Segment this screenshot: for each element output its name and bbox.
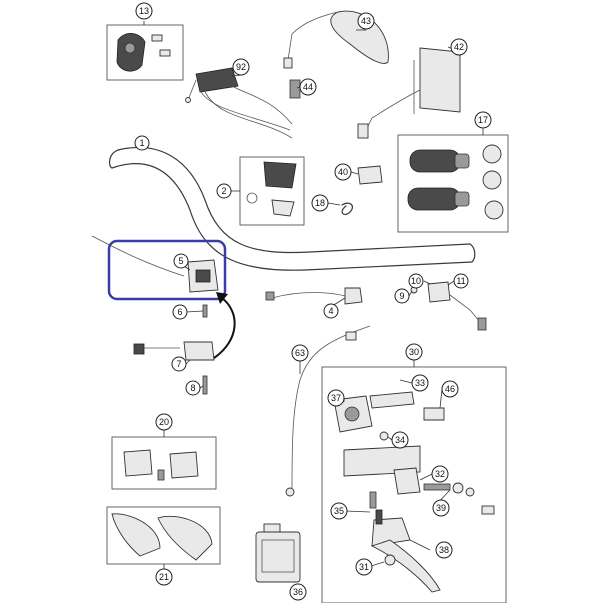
svg-text:1: 1 (139, 138, 144, 148)
svg-text:39: 39 (436, 503, 446, 513)
group-30-brake-master-cylinder (321, 366, 507, 603)
callout-36: 36 (289, 583, 307, 601)
svg-text:46: 46 (445, 384, 455, 394)
group-17-grips (397, 134, 509, 233)
callout-7: 7 (171, 356, 187, 372)
throttle-cable-assembly (185, 67, 293, 139)
callout-17: 17 (474, 111, 492, 129)
clutch-cable (285, 325, 371, 497)
svg-text:34: 34 (395, 435, 405, 445)
group-20-hand-guard-mounts (111, 436, 217, 490)
callout-38: 38 (435, 541, 453, 559)
highlight-frame (107, 239, 227, 301)
svg-text:31: 31 (359, 562, 369, 572)
svg-text:17: 17 (478, 115, 488, 125)
kill-switch (265, 287, 363, 305)
callout-11: 11 (453, 273, 469, 289)
svg-text:44: 44 (303, 82, 313, 92)
leader-lines (143, 21, 484, 569)
callout-63: 63 (291, 344, 309, 362)
mirror-right (357, 47, 461, 139)
group-13-throttle-housing (106, 24, 184, 81)
callout-44: 44 (299, 78, 317, 96)
spring-clip (341, 202, 354, 216)
svg-text:10: 10 (411, 276, 421, 286)
svg-text:2: 2 (221, 186, 226, 196)
svg-text:30: 30 (409, 347, 419, 357)
svg-text:92: 92 (236, 62, 246, 72)
svg-text:8: 8 (190, 383, 195, 393)
svg-text:40: 40 (338, 167, 348, 177)
svg-text:32: 32 (435, 469, 445, 479)
svg-text:4: 4 (328, 306, 333, 316)
callout-2: 2 (216, 183, 232, 199)
handlebar (108, 146, 476, 271)
svg-text:5: 5 (178, 256, 183, 266)
group-2-clamp (239, 156, 305, 226)
callout-10: 10 (408, 273, 424, 289)
callout-6: 6 (172, 304, 188, 320)
callout-8: 8 (185, 380, 201, 396)
callout-20: 20 (155, 413, 173, 431)
callout-9: 9 (394, 288, 410, 304)
callout-30: 30 (405, 343, 423, 361)
callout-35: 35 (330, 502, 348, 520)
svg-text:11: 11 (456, 276, 465, 286)
svg-text:63: 63 (295, 348, 305, 358)
callout-39: 39 (432, 499, 450, 517)
callout-4: 4 (323, 303, 339, 319)
svg-text:21: 21 (159, 572, 169, 582)
callout-13: 13 (135, 2, 153, 20)
relation-arrow (213, 292, 236, 359)
right-switch-parts (410, 281, 487, 331)
svg-text:35: 35 (334, 506, 344, 516)
svg-text:43: 43 (361, 16, 371, 26)
callout-37: 37 (327, 389, 345, 407)
left-small-parts (133, 304, 215, 395)
svg-text:9: 9 (399, 291, 404, 301)
svg-text:36: 36 (293, 587, 303, 597)
svg-text:6: 6 (177, 307, 182, 317)
svg-text:7: 7 (176, 359, 181, 369)
mirror-clamp (357, 165, 383, 185)
mirror-nut (289, 79, 301, 99)
callout-46: 46 (441, 380, 459, 398)
callout-18: 18 (311, 194, 329, 212)
svg-text:20: 20 (159, 417, 169, 427)
svg-text:37: 37 (331, 393, 341, 403)
group-21-hand-guards (106, 506, 221, 565)
svg-text:18: 18 (315, 198, 325, 208)
callout-31: 31 (355, 558, 373, 576)
callout-21: 21 (155, 568, 173, 586)
callout-32: 32 (431, 465, 449, 483)
callout-43: 43 (357, 12, 375, 30)
left-switch-assembly (91, 235, 219, 293)
callout-92: 92 (232, 58, 250, 76)
callout-5: 5 (173, 253, 189, 269)
callout-42: 42 (450, 38, 468, 56)
callout-40: 40 (334, 163, 352, 181)
svg-text:38: 38 (439, 545, 449, 555)
svg-text:33: 33 (415, 378, 425, 388)
fluid-bottle (255, 523, 301, 583)
callout-1: 1 (134, 135, 150, 151)
callout-34: 34 (391, 431, 409, 449)
callout-33: 33 (411, 374, 429, 392)
svg-text:42: 42 (454, 42, 464, 52)
svg-text:13: 13 (139, 6, 149, 16)
